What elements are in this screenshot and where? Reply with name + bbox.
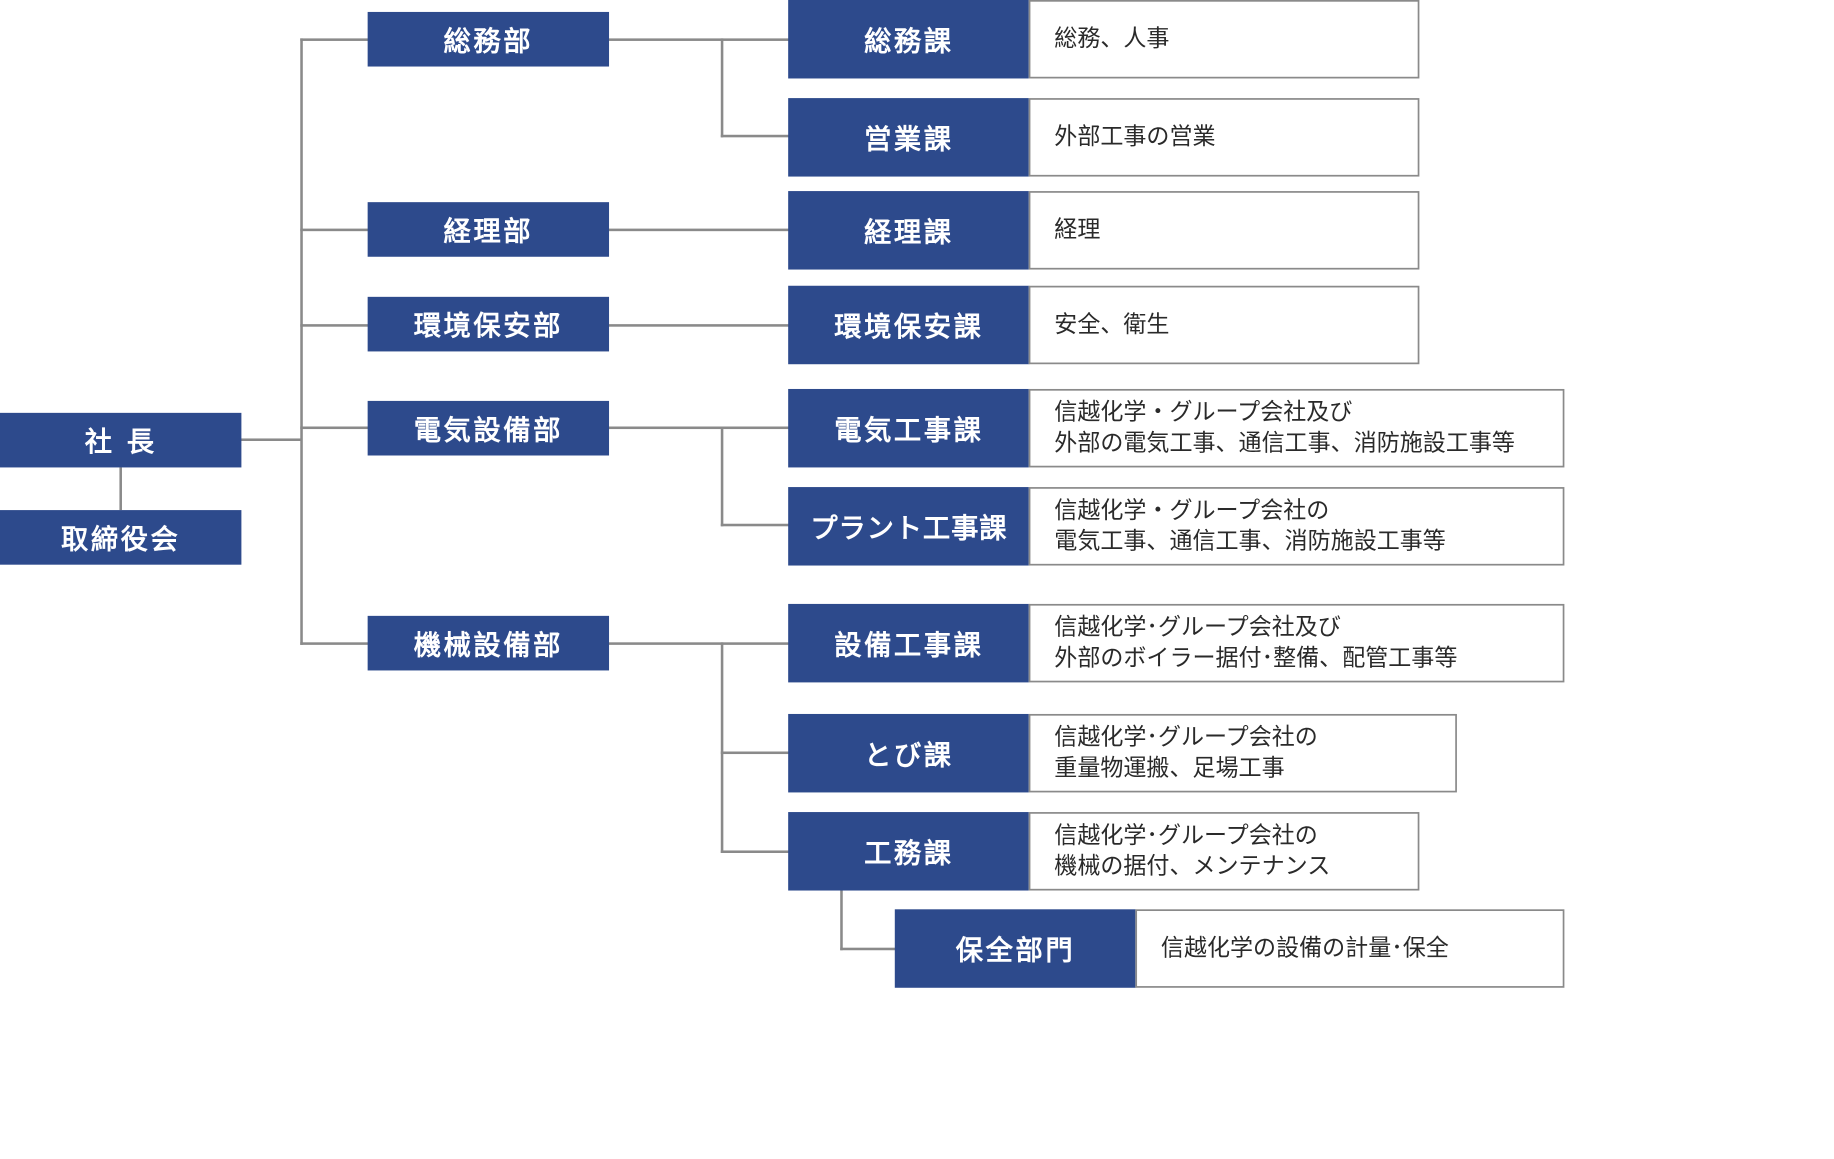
description-line: 外部の電気工事、通信工事、消防施設工事等 [1054, 429, 1515, 457]
org-chart: 社 長 取締役会 総務部 経理部 環境保安部 電気設備部 機械設備部 総務課 営… [0, 0, 1565, 988]
connector [608, 426, 790, 430]
section-box: 工務課 [788, 812, 1030, 891]
department-box: 機械設備部 [367, 615, 610, 671]
section-box: 環境保安課 [788, 285, 1030, 365]
description-line: 安全、衛生 [1054, 311, 1170, 338]
president-box: 社 長 [0, 412, 242, 468]
connector [300, 426, 369, 430]
section-description: 経理 [1028, 191, 1420, 270]
connector [720, 426, 724, 527]
section-description: 信越化学･グループ会社の 重量物運搬、足場工事 [1028, 713, 1457, 793]
board-box: 取締役会 [0, 510, 242, 565]
connector [720, 751, 790, 755]
section-box: とび課 [788, 713, 1030, 793]
connector [608, 228, 790, 232]
section-description: 信越化学・グループ会社の 電気工事、通信工事、消防施設工事等 [1028, 487, 1565, 566]
department-box: 総務部 [367, 11, 610, 67]
description-line: 信越化学･グループ会社及び [1054, 614, 1341, 641]
description-line: 電気工事、通信工事、消防施設工事等 [1054, 528, 1446, 555]
connector [608, 324, 790, 327]
connector [119, 467, 122, 511]
description-line: 信越化学･グループ会社の [1054, 822, 1318, 849]
connector [720, 523, 790, 527]
section-box: 経理課 [788, 191, 1030, 270]
description-line: 外部のボイラー据付･整備、配管工事等 [1054, 644, 1458, 672]
department-box: 電気設備部 [367, 400, 610, 456]
section-description: 総務、人事 [1028, 0, 1420, 79]
section-box: プラント工事課 [788, 487, 1030, 566]
connector [720, 134, 790, 138]
connector [300, 38, 303, 645]
section-box: 設備工事課 [788, 603, 1030, 683]
description-line: 信越化学・グループ会社の [1054, 497, 1330, 524]
description-line: 重量物運搬、足場工事 [1054, 754, 1285, 782]
description-line: 信越化学の設備の計量･保全 [1160, 934, 1449, 962]
section-box: 電気工事課 [788, 388, 1030, 468]
connector [608, 38, 790, 41]
connector [840, 947, 897, 951]
section-box: 営業課 [788, 98, 1030, 177]
connector [300, 642, 369, 645]
section-description: 外部工事の営業 [1028, 98, 1420, 177]
connector [240, 438, 302, 442]
section-box: 総務課 [788, 0, 1030, 79]
section-description: 信越化学･グループ会社及び 外部のボイラー据付･整備、配管工事等 [1028, 603, 1565, 683]
connector [300, 38, 369, 41]
section-description: 安全、衛生 [1028, 285, 1420, 365]
section-description: 信越化学・グループ会社及び 外部の電気工事、通信工事、消防施設工事等 [1028, 388, 1565, 468]
connector [840, 888, 843, 951]
description-line: 経理 [1054, 216, 1101, 244]
connector [720, 38, 724, 138]
connector [720, 642, 724, 853]
sub-unit-box: 保全部門 [894, 909, 1137, 988]
description-line: 機械の据付、メンテナンス [1054, 853, 1331, 880]
description-line: 外部工事の営業 [1054, 123, 1216, 151]
description-line: 総務、人事 [1054, 25, 1170, 53]
department-box: 環境保安部 [367, 296, 610, 352]
description-line: 信越化学・グループ会社及び [1054, 399, 1353, 426]
department-box: 経理部 [367, 202, 610, 257]
connector [300, 324, 369, 327]
description-line: 信越化学･グループ会社の [1054, 724, 1318, 751]
connector [608, 642, 790, 645]
connector [720, 850, 790, 853]
section-description: 信越化学･グループ会社の 機械の据付、メンテナンス [1028, 812, 1420, 891]
connector [300, 228, 369, 232]
section-description: 信越化学の設備の計量･保全 [1135, 909, 1565, 988]
